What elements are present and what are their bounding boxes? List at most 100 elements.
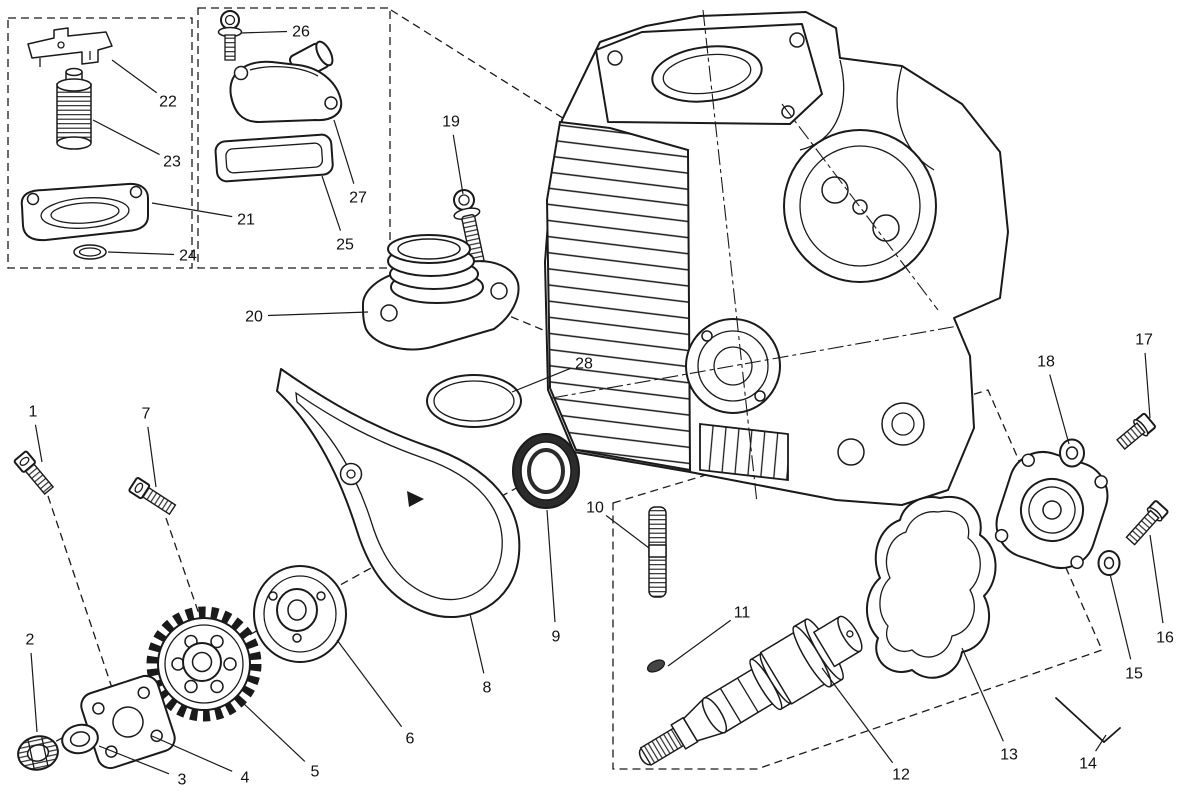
part-27-tensioner-cover [229, 60, 343, 123]
detail-box-left [7, 17, 193, 269]
washer-15 [1097, 550, 1121, 576]
callout-12: 12 [892, 767, 910, 784]
spring-tower-small [837, 438, 865, 466]
chamber-inner [799, 145, 921, 267]
plate-center-hole [112, 706, 144, 738]
callout-20: 20 [245, 309, 263, 326]
leader-line-14 [1095, 734, 1107, 752]
flange-ring [263, 575, 337, 653]
casting-line [799, 59, 845, 151]
leader-line-19 [452, 134, 464, 195]
bolt-socket [19, 456, 30, 466]
cam-end-face [837, 615, 863, 653]
flanged-nut [17, 735, 59, 771]
plate-hole [150, 729, 163, 743]
bolt-1 [13, 450, 55, 495]
sprocket-hole [210, 634, 224, 649]
camshaft-seal [512, 433, 580, 509]
callout-18: 18 [1037, 354, 1055, 371]
part-24-oring-inner [78, 247, 102, 257]
washer-hole [1065, 446, 1079, 460]
cover-ear-hole [1094, 475, 1108, 489]
leader-line-13 [961, 647, 1004, 742]
sprocket-bore [191, 651, 213, 673]
intake-port [651, 45, 763, 103]
bolt-shank [141, 486, 177, 516]
part-23-top [65, 67, 83, 77]
cover-pivot-hole-inner [346, 469, 356, 479]
timing-mark-arrow [407, 491, 424, 507]
leader-line-12 [821, 667, 894, 764]
leader-line-6 [336, 639, 403, 728]
washer-hole [69, 731, 91, 747]
inspection-cover-group [20, 27, 149, 260]
cover-recess [40, 197, 130, 229]
cover-center-hole [1042, 500, 1062, 520]
leader-line-3 [98, 745, 170, 775]
part-22-bracket [27, 27, 113, 65]
exhaust-flange-group [361, 189, 522, 428]
intake-port-inner [662, 53, 752, 95]
part-28-oring [426, 374, 522, 428]
leader-line-20 [267, 311, 369, 317]
stud-10 [648, 506, 667, 598]
plug-hole [852, 199, 868, 215]
plate-hole [92, 702, 105, 715]
callout-17: 17 [1135, 332, 1153, 349]
leader-line-10 [605, 514, 650, 549]
leader-line-16 [1149, 534, 1164, 624]
flange-small-hole [292, 633, 302, 643]
cam-center-hole [846, 630, 854, 638]
callout-22: 22 [159, 94, 177, 111]
callout-9: 9 [552, 629, 561, 646]
leader-line-24 [107, 251, 175, 256]
tensioner-cover-group [214, 10, 343, 183]
washer-3 [61, 723, 99, 755]
leader-line-11 [667, 619, 732, 667]
flange-hole [789, 32, 805, 48]
flange-bolt-hole [380, 304, 398, 322]
callout-27: 27 [349, 190, 367, 207]
callout-13: 13 [1000, 747, 1018, 764]
callout-15: 15 [1125, 666, 1143, 683]
tensioner-detail [249, 66, 319, 77]
valve-seat [821, 176, 849, 204]
callout-8: 8 [483, 680, 492, 697]
centerline-boss [551, 325, 959, 399]
part-23-base [56, 136, 92, 150]
callout-7: 7 [142, 406, 151, 423]
timing-belt-cover [276, 368, 521, 618]
part-14-bracket-mark [1055, 697, 1121, 744]
leader-line-2 [30, 652, 38, 733]
part-28-oring-inner [433, 380, 515, 422]
callout-11: 11 [734, 605, 751, 622]
bolt1-axis [47, 495, 117, 701]
leader-line-28 [511, 367, 572, 393]
sprocket-hole [210, 679, 224, 694]
cylinder-head [544, 9, 1009, 506]
part-21-cover [20, 182, 149, 242]
cover-pivot-hole [339, 462, 363, 486]
leader-line-22 [111, 59, 158, 94]
detail-projection-top [390, 9, 567, 121]
tensioner-ear-hole [233, 65, 249, 81]
washer-18 [1059, 438, 1085, 468]
bolt-16 [1125, 500, 1169, 546]
cover-ear-hole [994, 528, 1009, 543]
leader-line-27 [333, 119, 355, 184]
casting-line [896, 65, 935, 171]
part-23-knurled-body [56, 83, 92, 143]
stack-bore [397, 238, 461, 260]
leader-line-7 [147, 426, 157, 488]
flange-bore [287, 599, 307, 621]
leader-line-4 [151, 735, 233, 772]
callout-6: 6 [406, 731, 415, 748]
part-26-screw-head [220, 10, 240, 30]
sprocket-hole [184, 679, 198, 694]
callout-5: 5 [311, 764, 320, 781]
cover-gasket-13 [865, 495, 997, 679]
cooling-fins [545, 120, 692, 472]
timing-sprocket [146, 606, 262, 722]
sprocket-rim [164, 624, 244, 704]
